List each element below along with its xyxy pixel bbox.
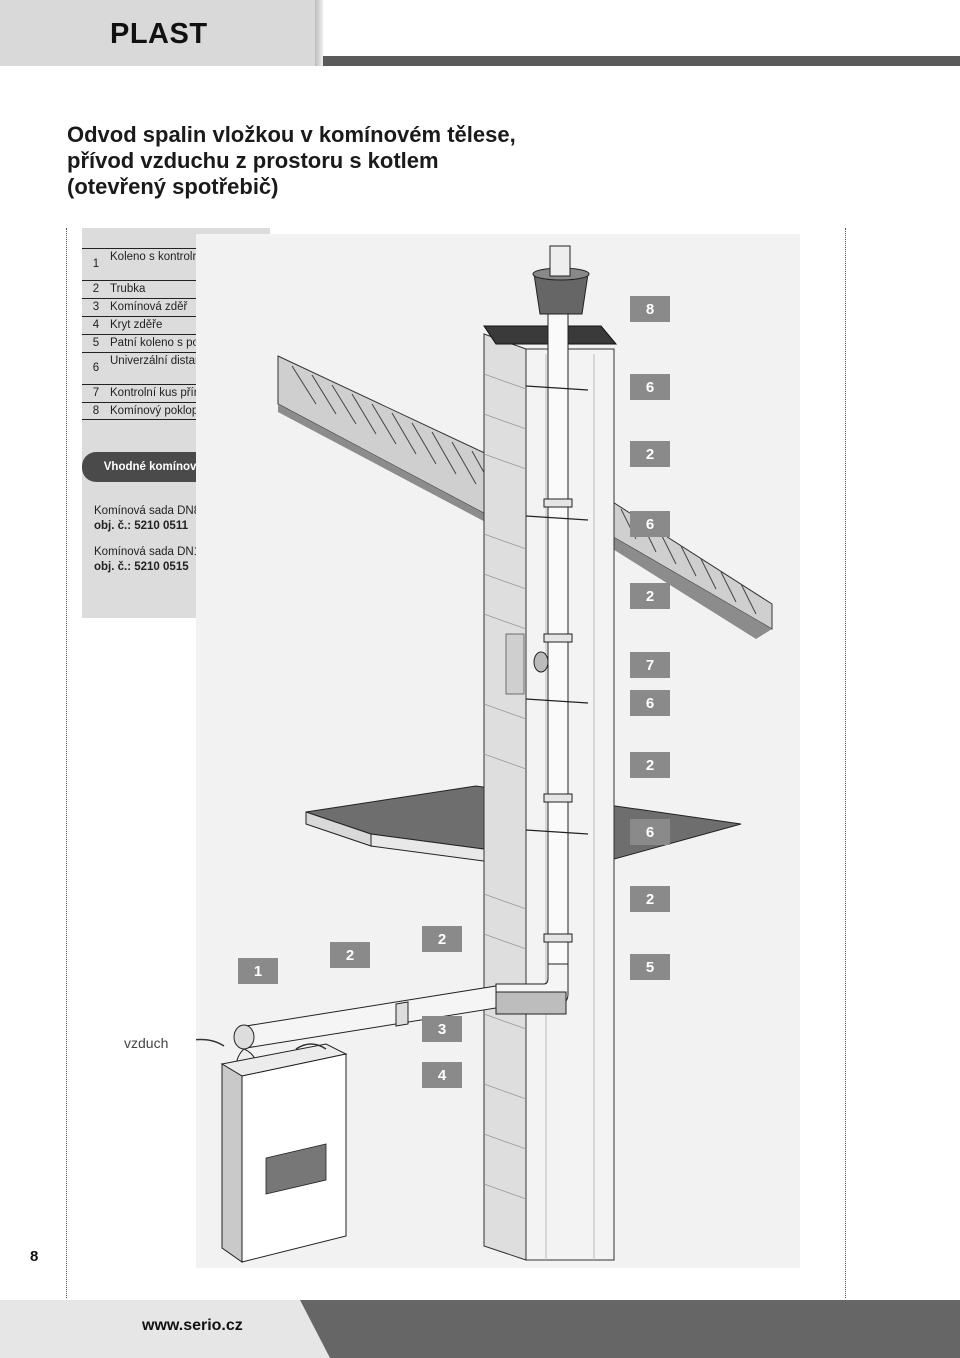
legend-number: 8 <box>92 404 100 417</box>
air-label: vzduch <box>124 1035 169 1051</box>
callout-label: 3 <box>422 1016 462 1042</box>
callout-label: 6 <box>630 374 670 400</box>
air-arrows <box>196 1038 327 1050</box>
legend-number: 5 <box>92 337 100 349</box>
page-title: Odvod spalin vložkou v komínovém tělese,… <box>67 122 627 200</box>
callout-label: 4 <box>422 1062 462 1088</box>
title-line-2: přívod vzduchu z prostoru s kotlem <box>67 148 439 173</box>
legend-row: 8 Komínový poklop <box>82 402 264 420</box>
callout-label: 7 <box>630 652 670 678</box>
callout-label: 2 <box>630 752 670 778</box>
right-dotted-guide <box>845 228 846 1298</box>
callout-label: 1 <box>238 958 278 984</box>
legend-number: 1 <box>92 258 100 270</box>
footer-url[interactable]: www.serio.cz <box>142 1317 243 1334</box>
legend-label: Kryt zděře <box>110 319 163 331</box>
callout-label: 2 <box>630 441 670 467</box>
header-tab <box>0 0 315 66</box>
roof-left <box>277 355 509 534</box>
title-line-3: (otevřený spotřebič) <box>67 174 279 199</box>
legend-number: 4 <box>92 319 100 331</box>
spacer-clips <box>525 385 589 835</box>
legend-row: 3 Komínová zděř <box>82 298 264 316</box>
set-2-code: obj. č.: 5210 0515 <box>94 561 189 573</box>
boiler <box>220 1043 348 1263</box>
page-number: 8 <box>30 1248 39 1265</box>
section-title: PLAST <box>110 18 208 50</box>
left-dotted-guide <box>66 228 67 1298</box>
callout-label: 6 <box>630 690 670 716</box>
legend-number: 6 <box>92 362 100 374</box>
footer-tab <box>0 1300 330 1358</box>
legend-row: 2 Trubka <box>82 280 264 298</box>
legend-number: 7 <box>92 387 100 399</box>
callout-label: 2 <box>630 886 670 912</box>
legend-number: 3 <box>92 301 100 313</box>
callout-label: 2 <box>422 926 462 952</box>
set-1-name: Komínová sada DN80 <box>94 505 207 517</box>
horizontal-flue <box>233 963 569 1070</box>
legend-label: Komínový poklop <box>110 405 199 417</box>
callout-label: 5 <box>630 954 670 980</box>
legend-row: 7 Kontrolní kus přímý <box>82 384 264 402</box>
header-bar <box>323 56 960 66</box>
callout-label: 6 <box>630 511 670 537</box>
legend-number: 2 <box>92 283 100 295</box>
legend-label: Kontrolní kus přímý <box>110 387 210 399</box>
legend-label: Komínová zděř <box>110 301 188 313</box>
chimney-cap <box>483 245 618 345</box>
callout-label: 6 <box>630 819 670 845</box>
set-1-code: obj. č.: 5210 0511 <box>94 520 188 532</box>
title-line-1: Odvod spalin vložkou v komínovém tělese, <box>67 122 516 147</box>
set-2-name: Komínová sada DN110 <box>94 546 213 558</box>
chimney-illustration <box>196 234 800 1268</box>
header-tab-shadow <box>315 0 323 66</box>
callout-label: 8 <box>630 296 670 322</box>
legend-row: 4 Kryt zděře <box>82 316 264 334</box>
flue-pipe <box>533 313 573 965</box>
callout-label: 2 <box>330 942 370 968</box>
callout-label: 2 <box>630 583 670 609</box>
legend-label: Trubka <box>110 283 146 295</box>
